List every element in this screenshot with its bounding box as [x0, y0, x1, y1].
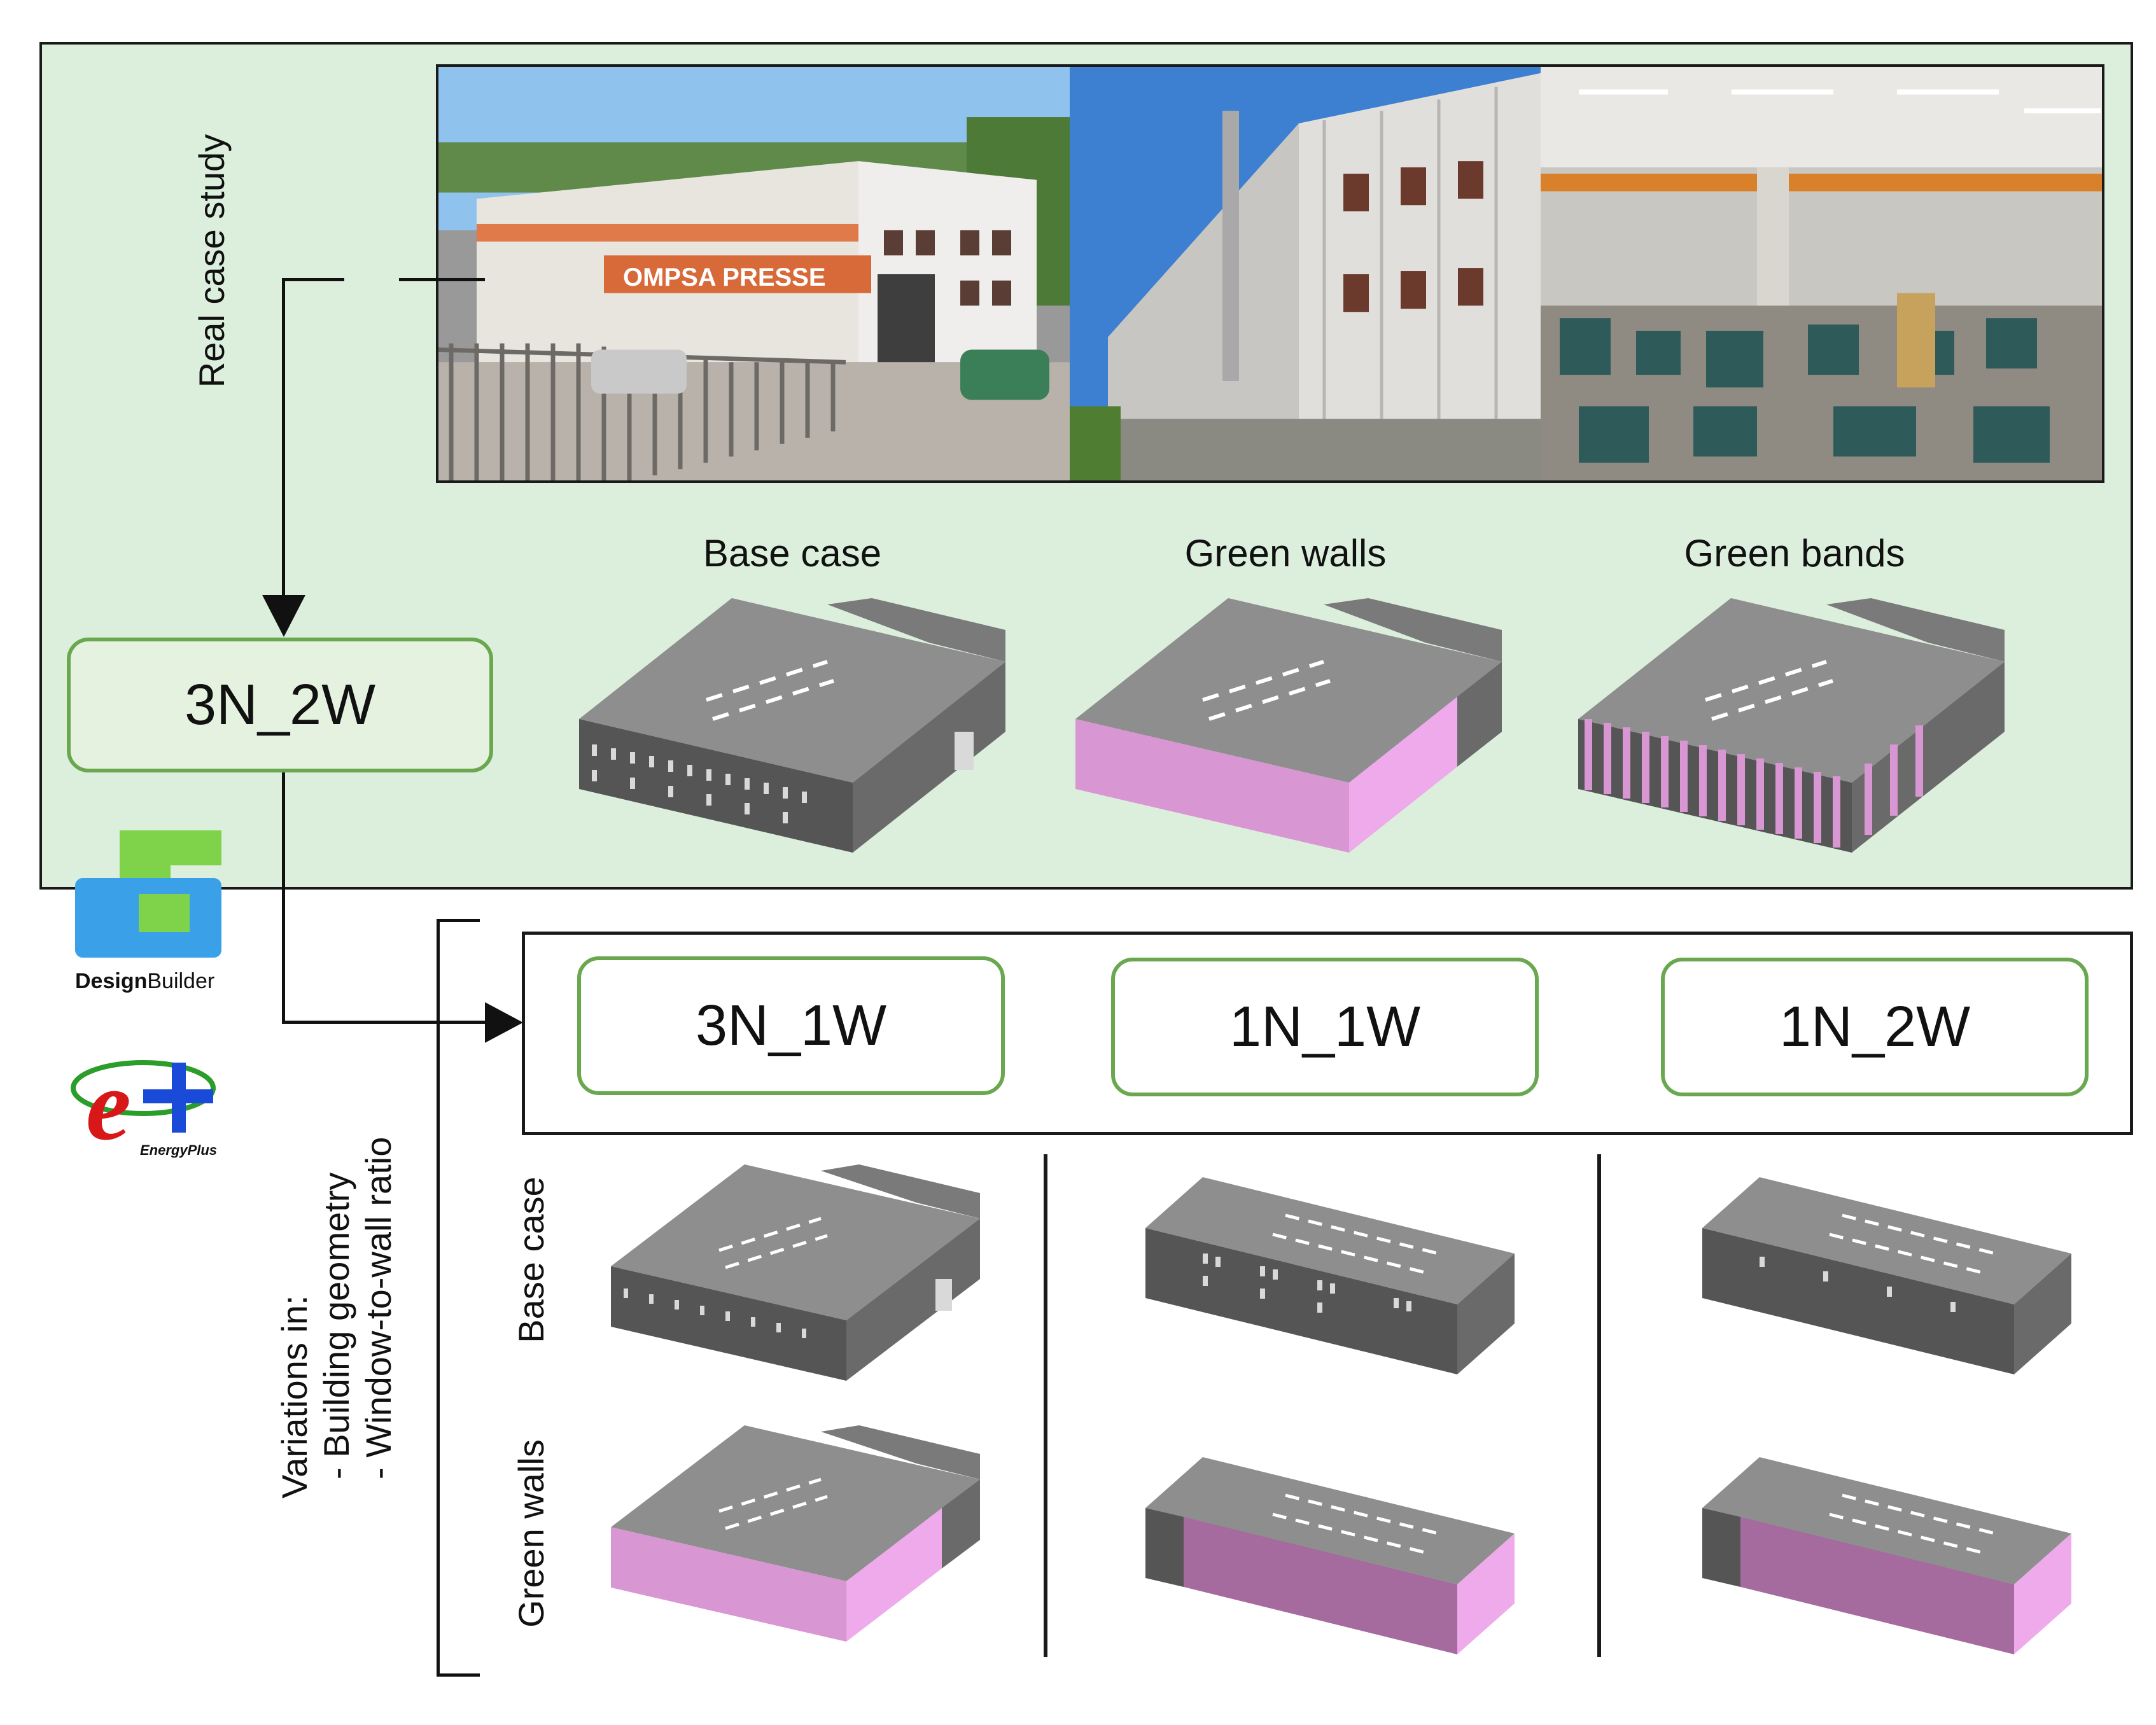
scenario-title-green-bands: Green bands	[1684, 532, 1905, 575]
model-3N1W-green-walls	[611, 1425, 980, 1642]
connector-left-vertical	[282, 278, 285, 603]
variations-item-geometry: - Building geometry	[316, 1172, 357, 1479]
scenario-title-base-case: Base case	[703, 532, 882, 575]
real-case-study-label: Real case study	[192, 134, 232, 388]
model-1N2W-base-case	[1702, 1177, 2071, 1374]
connector-label-to-photo	[399, 278, 485, 281]
energyplus-logo-icon: e	[71, 1050, 216, 1158]
variant-box-1N1W: 1N_1W	[1111, 958, 1539, 1096]
variations-title: Variations in:	[274, 1295, 314, 1498]
column-separator-1	[1044, 1154, 1047, 1657]
column-separator-2	[1597, 1154, 1601, 1657]
bracket-top	[437, 919, 480, 922]
energyplus-logo-text: EnergyPlus	[140, 1142, 218, 1158]
model-1N1W-green-walls	[1145, 1457, 1515, 1654]
variant-box-3N1W: 3N_1W	[577, 956, 1005, 1095]
variations-item-wwr: - Window-to-wall ratio	[358, 1136, 399, 1479]
designbuilder-logo-text: DesignBuilder	[75, 969, 214, 994]
variant-box-1N2W: 1N_2W	[1661, 958, 2089, 1096]
connector-main-down	[282, 772, 285, 1024]
model-3N2W-green-walls	[1075, 598, 1502, 853]
bracket-bottom	[437, 1673, 480, 1677]
model-1N2W-green-walls	[1702, 1457, 2071, 1654]
svg-text:e: e	[86, 1050, 131, 1158]
model-1N1W-base-case	[1145, 1177, 1515, 1374]
model-3N1W-base-case	[611, 1164, 980, 1381]
row-label-green-walls: Green walls	[511, 1439, 551, 1628]
designbuilder-bold: Design	[75, 969, 148, 993]
photo-factory-interior	[1541, 67, 2102, 480]
connector-left-horizontal	[282, 278, 344, 281]
company-sign: OMPSA PRESSE	[623, 263, 826, 291]
scenario-title-green-walls: Green walls	[1184, 532, 1387, 575]
designbuilder-logo-icon	[75, 830, 221, 958]
main-model-box: 3N_2W	[67, 638, 493, 772]
model-3N2W-base-case	[579, 598, 1005, 853]
bracket-vertical	[437, 919, 440, 1676]
row-label-base-case: Base case	[511, 1177, 551, 1343]
connector-main-right	[282, 1021, 498, 1024]
arrow-down-to-main	[262, 595, 305, 637]
variants-frame	[522, 932, 2133, 1135]
arrow-right-to-variants	[485, 1002, 523, 1043]
photo-factory-exterior: OMPSA PRESSE	[438, 67, 1070, 480]
photo-facade-chimney	[1070, 67, 1541, 480]
model-3N2W-green-bands	[1578, 598, 2005, 853]
photo-strip: OMPSA PRESSE	[436, 64, 2104, 483]
variations-description: Variations in: - Building geometry - Win…	[274, 1053, 407, 1498]
designbuilder-regular: Builder	[147, 969, 215, 993]
